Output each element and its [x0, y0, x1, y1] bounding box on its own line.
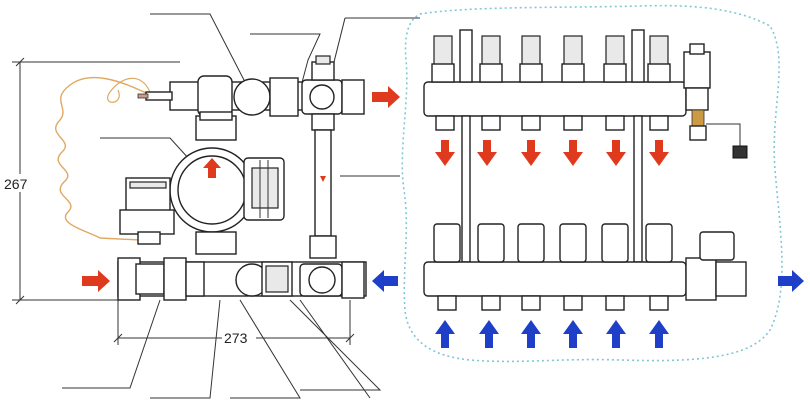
arrow-blue-icon: [521, 320, 541, 348]
height-dimension: 267: [4, 57, 180, 305]
arrow-red-icon: [477, 140, 497, 166]
supply-manifold: [423, 29, 748, 159]
return-arrows: [372, 270, 804, 348]
capillary-coil: [55, 77, 151, 241]
supply-outlets: [435, 115, 669, 131]
arrow-blue-icon: [606, 320, 626, 348]
arrow-blue-icon: [778, 270, 804, 292]
width-label: 273: [224, 330, 248, 346]
left-bracket: [461, 115, 471, 263]
leader-lines: [62, 13, 420, 399]
return-outlets: [437, 295, 669, 311]
arrow-blue-icon: [649, 320, 669, 348]
arrow-blue-icon: [479, 320, 499, 348]
arrow-blue-icon: [435, 320, 455, 348]
arrow-blue-icon: [372, 270, 398, 292]
return-manifold: [423, 223, 747, 311]
arrow-red-icon: [606, 140, 626, 166]
arrow-red-icon: [435, 140, 455, 166]
arrow-red-icon: [372, 86, 400, 108]
arrow-red-icon: [320, 176, 326, 182]
manifold-boundary: [401, 4, 783, 363]
arrow-red-icon: [649, 140, 669, 166]
width-dimension: 273: [113, 300, 355, 346]
arrow-blue-icon: [563, 320, 583, 348]
pump-group: [117, 55, 367, 301]
right-bracket: [633, 115, 643, 263]
arrow-red-icon: [82, 270, 110, 292]
supply-flowmeters: [431, 29, 671, 83]
supply-arrows: [82, 86, 669, 292]
arrow-red-icon: [521, 140, 541, 166]
return-valve-heads: [433, 223, 673, 263]
arrow-red-icon: [203, 158, 221, 178]
arrow-red-icon: [563, 140, 583, 166]
height-label: 267: [4, 176, 28, 192]
